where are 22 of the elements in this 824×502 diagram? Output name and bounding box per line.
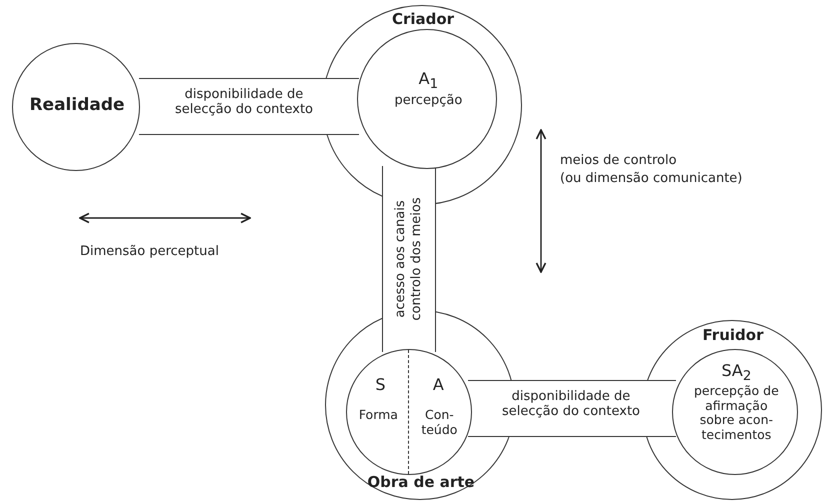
axis-note: (ou dimensão comunicante) [560,170,744,188]
band-label: acesso aos canais [392,200,409,318]
connector-band [468,380,676,437]
circle-label: percepção de afirmação sobre acon- tecimentos [693,384,780,442]
axis-note: meios de controlo [560,152,678,170]
ring-title: Criador [390,11,456,28]
band-label: disponibilidade de selecção do contexto [174,88,314,118]
connector-band [382,166,436,352]
axis-note: Dimensão perceptual [80,243,220,261]
circle-label: Con- teúdo [420,408,458,438]
symbol-label: SA$_{2}$ [720,362,752,385]
connector-band [139,78,359,135]
circle-label: Realidade [28,96,126,116]
ring-title: Obra de arte [366,474,476,492]
band-label: controlo dos meios [409,197,425,321]
ring-title: Fruidor [702,327,764,344]
symbol-label: S [374,376,386,395]
symbol-label: A [432,376,445,395]
band-label: disponibilidade de selecção do contexto [500,390,642,420]
symbol-label: A$_{1}$ [418,70,440,93]
circle-label: Forma [358,408,399,423]
circle-label: percepção [394,94,464,110]
